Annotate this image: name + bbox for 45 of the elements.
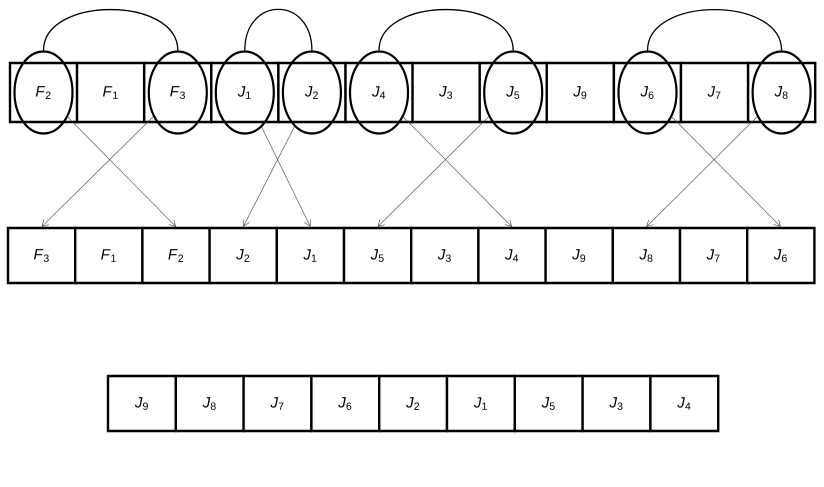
cell: F$_{1}$: [74, 226, 144, 284]
cell: J$_{7}$: [680, 62, 750, 124]
arrow: [403, 116, 512, 227]
cell: J$_{2}$: [378, 374, 448, 432]
cell: J$_{1}$: [446, 374, 516, 432]
cell: J$_{9}$: [544, 226, 614, 284]
cell: J$_{9}$: [546, 62, 616, 124]
circled-cell: F$_{3}$: [143, 50, 212, 135]
arrow: [646, 116, 758, 227]
arc-connector: [378, 8, 514, 51]
cell: J$_{6}$: [310, 374, 380, 432]
cell: J$_{4}$: [477, 226, 547, 284]
arrow: [42, 116, 154, 227]
circled-cell: J$_{6}$: [612, 50, 682, 135]
circled-cell: F$_{2}$: [8, 50, 78, 135]
arc-connector: [244, 8, 313, 50]
cell: J$_{4}$: [649, 374, 720, 432]
arrow: [378, 116, 489, 227]
cell: J$_{8}$: [174, 374, 245, 432]
cell: J$_{3}$: [581, 374, 652, 432]
cell: J$_{9}$: [106, 374, 177, 432]
arc-connector: [42, 8, 178, 51]
arrow: [242, 126, 295, 227]
cell: J$_{6}$: [746, 226, 816, 284]
circled-cell: J$_{8}$: [746, 50, 816, 135]
cell: F$_{3}$: [6, 226, 76, 284]
circled-cell: J$_{2}$: [277, 50, 347, 135]
cell: J$_{7}$: [242, 374, 313, 432]
cell: J$_{5}$: [514, 374, 584, 432]
cell: F$_{1}$: [76, 62, 146, 124]
cell: J$_{3}$: [410, 226, 480, 284]
circled-cell: J$_{5}$: [478, 50, 548, 135]
arrow: [672, 116, 781, 227]
cell: J$_{5}$: [342, 226, 412, 284]
cell: J$_{3}$: [411, 62, 481, 124]
cell: F$_{2}$: [141, 226, 211, 284]
circled-cell: J$_{4}$: [344, 50, 414, 135]
arrow: [68, 116, 176, 227]
arrow: [261, 126, 311, 227]
circled-cell: J$_{1}$: [210, 50, 280, 135]
cell: J$_{1}$: [276, 226, 346, 284]
cell: J$_{8}$: [612, 226, 682, 284]
arc-connector: [646, 9, 782, 51]
cell: J$_{2}$: [208, 226, 278, 284]
cell: J$_{7}$: [678, 226, 748, 284]
